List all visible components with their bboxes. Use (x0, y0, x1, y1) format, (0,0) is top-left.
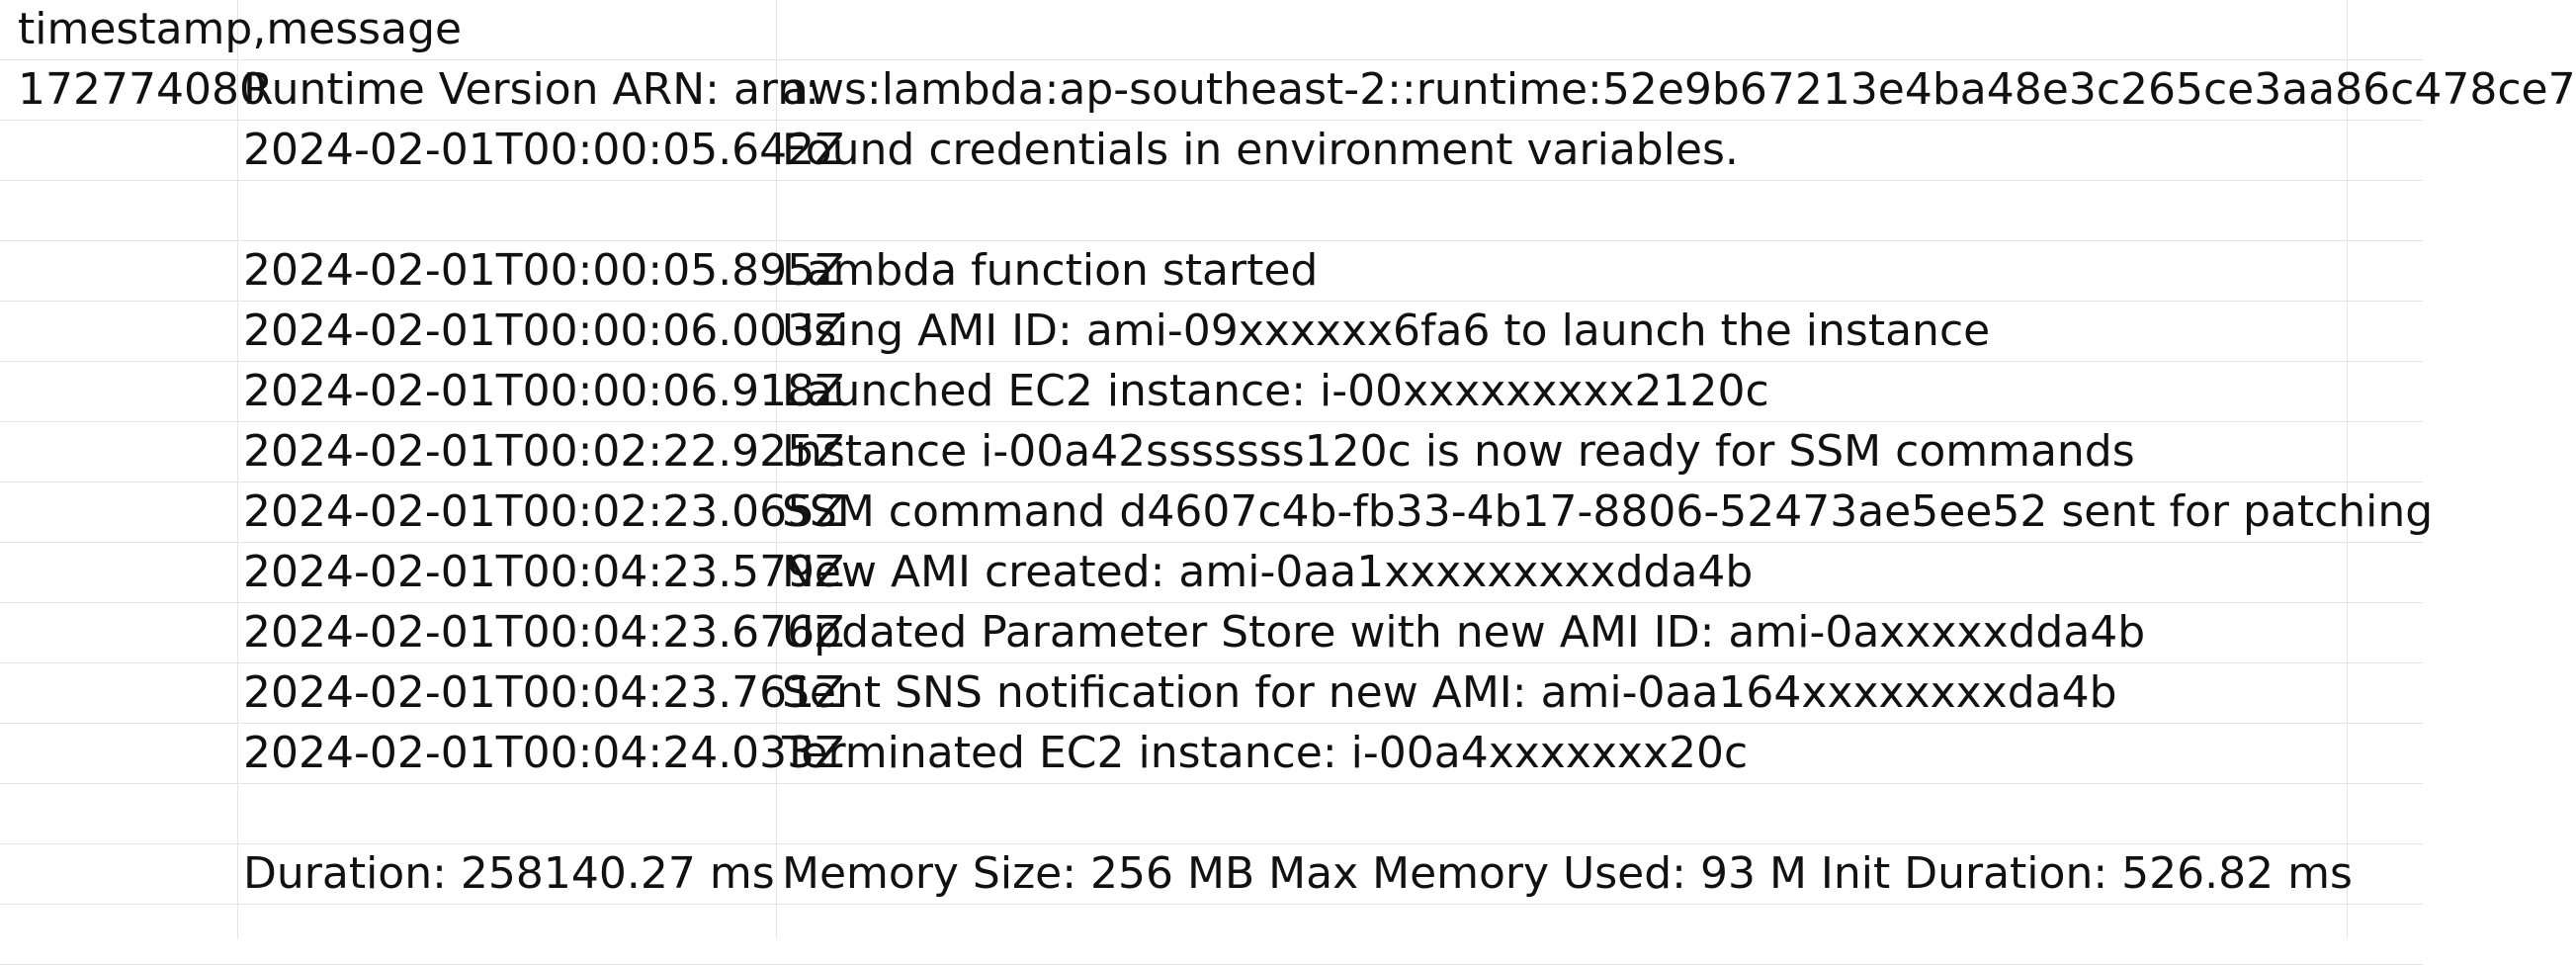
row-10: 2024-02-01T00:04:23.579Z New AMI created… (0, 543, 2423, 603)
row-6: 2024-02-01T00:00:06.003Z Using AMI ID: a… (0, 302, 2423, 362)
row-1: timestamp,message (0, 0, 2423, 60)
cell-b3[interactable]: 2024-02-01T00:00:05.642Z (243, 125, 845, 175)
row-15: Duration: 258140.27 ms Memory Size: 256 … (0, 844, 2423, 905)
cell-b7[interactable]: 2024-02-01T00:00:06.918Z (243, 366, 845, 416)
cell-b12[interactable]: 2024-02-01T00:04:23.761Z (243, 667, 845, 718)
cell-b8[interactable]: 2024-02-01T00:02:22.925Z (243, 426, 845, 477)
cell-c12[interactable]: Sent SNS notification for new AMI: ami-0… (782, 667, 2117, 718)
cell-c1[interactable] (776, 0, 2427, 59)
row-13: 2024-02-01T00:04:24.033Z Terminated EC2 … (0, 724, 2423, 784)
cell-c13[interactable]: Terminated EC2 instance: i-00a4xxxxxxx20… (782, 728, 1749, 778)
cell-c15[interactable]: Memory Size: 256 MB Max Memory Used: 93 … (782, 848, 2353, 899)
cell-c10[interactable]: New AMI created: ami-0aa1xxxxxxxxxdda4b (782, 547, 1754, 597)
cell-a7[interactable] (12, 362, 237, 421)
cell-a8[interactable] (12, 422, 237, 482)
cell-a14[interactable] (12, 784, 237, 843)
column-divider-a-b (237, 0, 238, 938)
cell-b15[interactable]: Duration: 258140.27 ms (243, 848, 775, 899)
cell-c11[interactable]: Updated Parameter Store with new AMI ID:… (782, 607, 2146, 658)
cell-c8[interactable]: Instance i-00a42sssssss120c is now ready… (782, 426, 2135, 477)
row-16 (0, 905, 2423, 965)
cell-a15[interactable] (12, 844, 237, 904)
row-5: 2024-02-01T00:00:05.895Z Lambda function… (0, 241, 2423, 302)
row-7: 2024-02-01T00:00:06.918Z Launched EC2 in… (0, 362, 2423, 422)
cell-c2[interactable]: aws:lambda:ap-southeast-2::runtime:52e9b… (782, 64, 2576, 115)
cell-c14[interactable] (776, 784, 2427, 843)
cell-a9[interactable] (12, 482, 237, 542)
row-3: 2024-02-01T00:00:05.642Z Found credentia… (0, 121, 2423, 181)
row-11: 2024-02-01T00:04:23.676Z Updated Paramet… (0, 603, 2423, 663)
cell-b2[interactable]: Runtime Version ARN: arn: (243, 64, 819, 115)
column-divider-b-c (776, 0, 777, 938)
cell-b11[interactable]: 2024-02-01T00:04:23.676Z (243, 607, 845, 658)
cell-a5[interactable] (12, 241, 237, 301)
column-divider-c-d (2347, 0, 2348, 938)
cell-b14[interactable] (237, 784, 776, 843)
cell-b6[interactable]: 2024-02-01T00:00:06.003Z (243, 306, 845, 356)
cell-c3[interactable]: Found credentials in environment variabl… (782, 125, 1739, 175)
row-4 (0, 181, 2423, 241)
cell-a3[interactable] (12, 121, 237, 180)
cell-c9[interactable]: SSM command d4607c4b-fb33-4b17-8806-5247… (782, 486, 2434, 537)
cell-a1[interactable]: timestamp,message (18, 4, 463, 54)
cell-c6[interactable]: Using AMI ID: ami-09xxxxxx6fa6 to launch… (782, 306, 1991, 356)
row-8: 2024-02-01T00:02:22.925Z Instance i-00a4… (0, 422, 2423, 482)
cell-a11[interactable] (12, 603, 237, 662)
cell-a6[interactable] (12, 302, 237, 361)
cell-a13[interactable] (12, 724, 237, 783)
cell-a12[interactable] (12, 663, 237, 723)
cell-b9[interactable]: 2024-02-01T00:02:23.065Z (243, 486, 845, 537)
cell-a4[interactable] (12, 181, 237, 240)
row-12: 2024-02-01T00:04:23.761Z Sent SNS notifi… (0, 663, 2423, 724)
cell-b1[interactable] (237, 0, 776, 59)
row-9: 2024-02-01T00:02:23.065Z SSM command d46… (0, 482, 2433, 543)
cell-b10[interactable]: 2024-02-01T00:04:23.579Z (243, 547, 845, 597)
cell-b4[interactable] (237, 181, 776, 240)
row-14 (0, 784, 2423, 844)
cell-c7[interactable]: Launched EC2 instance: i-00xxxxxxxxx2120… (782, 366, 1769, 416)
cell-b13[interactable]: 2024-02-01T00:04:24.033Z (243, 728, 845, 778)
cell-b5[interactable]: 2024-02-01T00:00:05.895Z (243, 245, 845, 296)
cell-c4[interactable] (776, 181, 2427, 240)
cell-a2[interactable]: 172774080 (18, 64, 267, 115)
cell-c5[interactable]: Lambda function started (782, 245, 1319, 296)
cell-a10[interactable] (12, 543, 237, 602)
row-2: 172774080 Runtime Version ARN: arn: aws:… (0, 60, 2576, 121)
